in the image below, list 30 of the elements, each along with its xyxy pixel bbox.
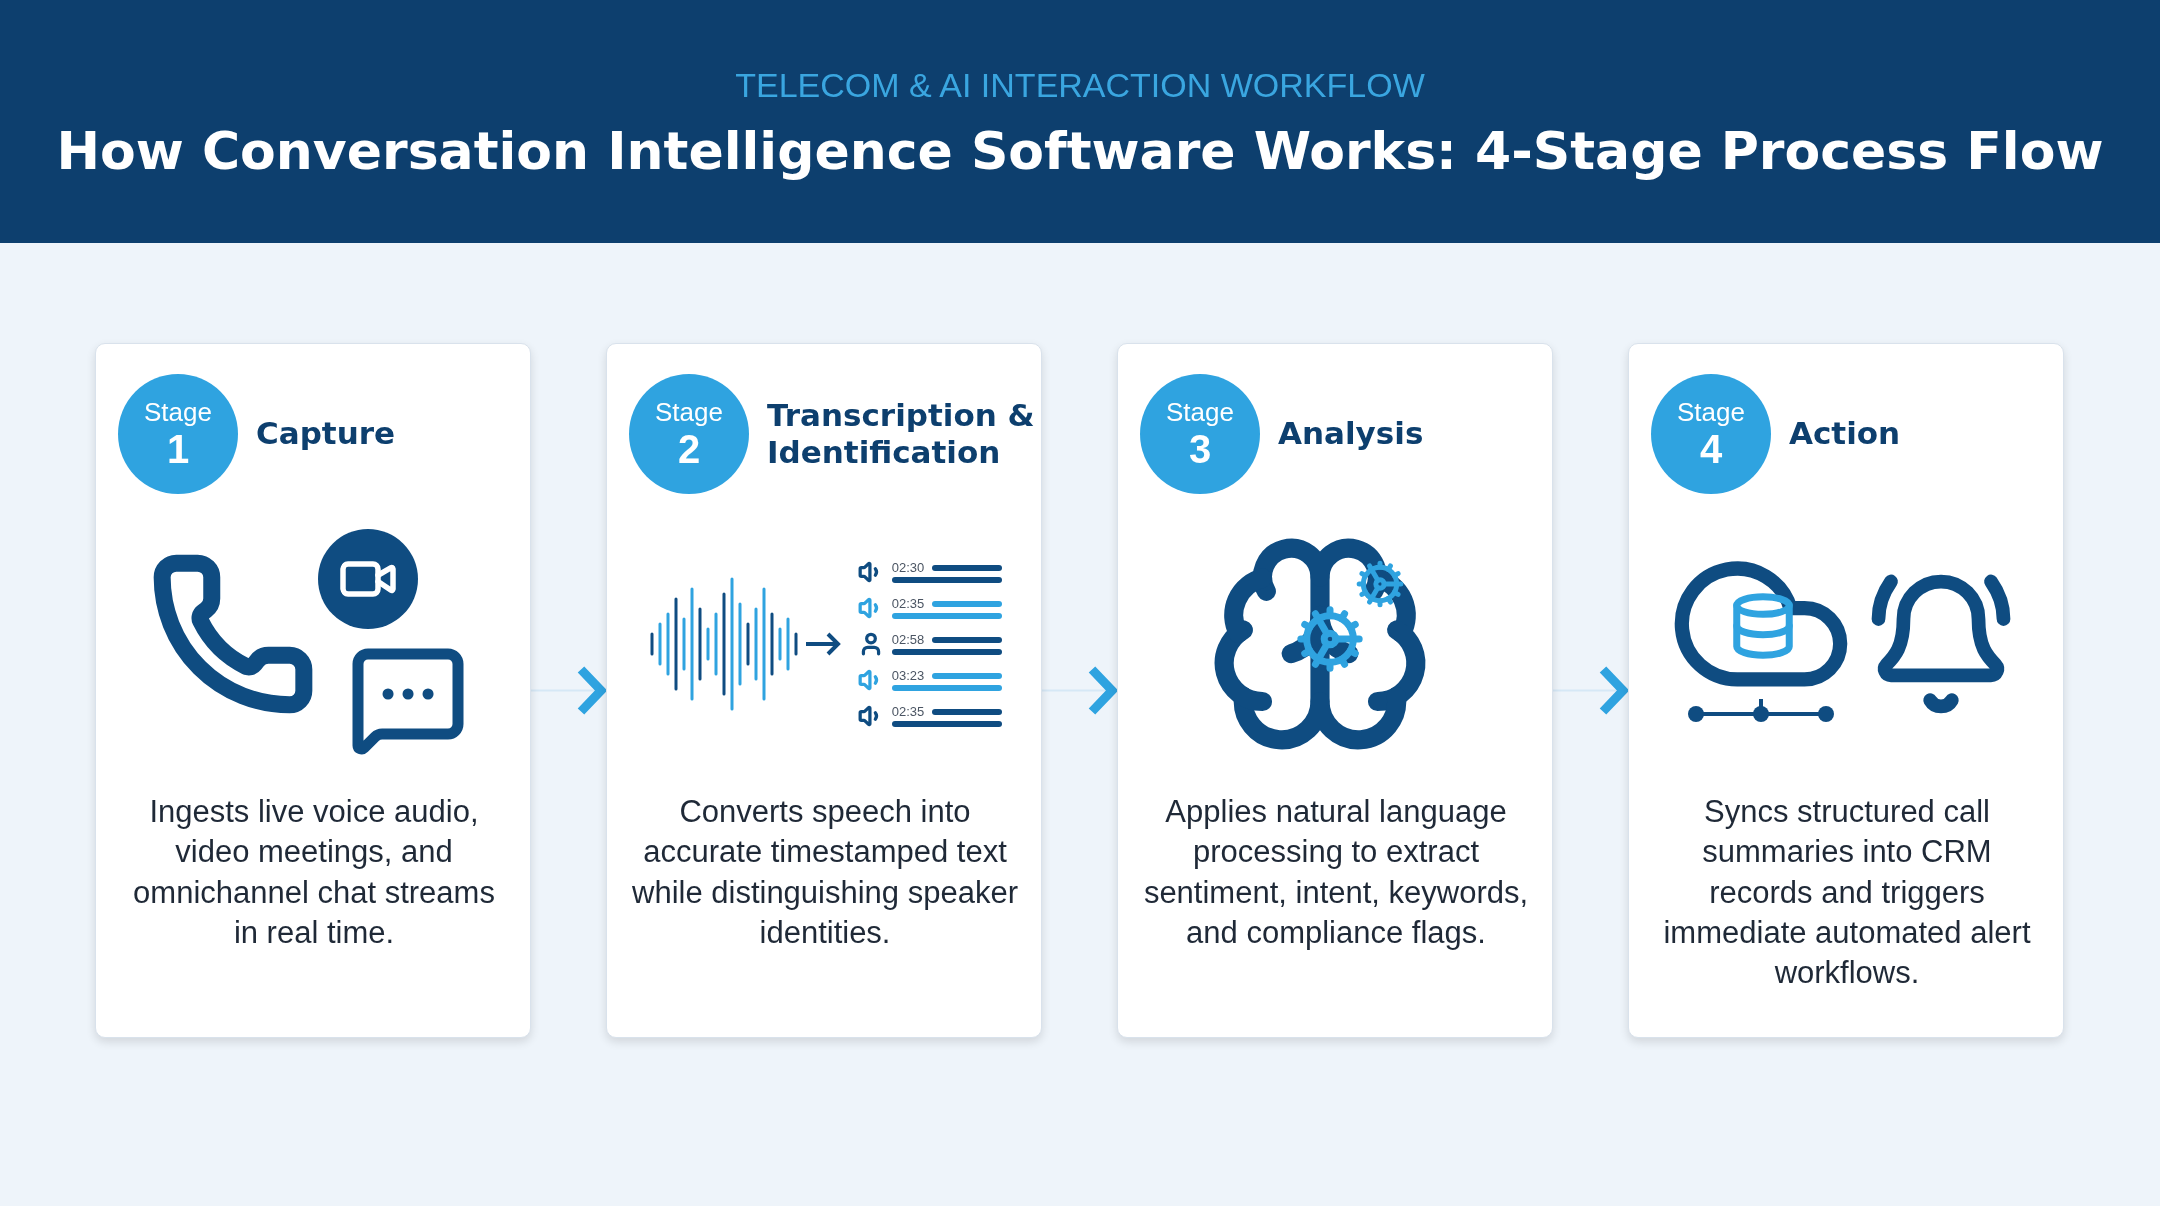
stage-card xyxy=(606,343,1042,1038)
title: How Conversation Intelligence Software Works: 4-Stage Process Flow xyxy=(55,120,2105,183)
stage-description: Converts speech into accurate timestamped text while distinguishing speaker identities. xyxy=(632,793,1018,952)
stage-description: Syncs structured call summaries into CRM records and triggers immediate automated alert workflows. xyxy=(1662,793,2032,993)
timestamp: 02:30 xyxy=(891,561,925,574)
subtitle: TELECOM & AI INTERACTION WORKFLOW xyxy=(734,65,1426,106)
stage-number: 1 xyxy=(166,429,190,469)
stage-number: 2 xyxy=(677,429,701,469)
stage-card xyxy=(1117,343,1553,1038)
stage-card xyxy=(95,343,531,1038)
chevron-arrow xyxy=(530,665,606,716)
stage-word: Stage xyxy=(144,399,212,425)
stage-description: Applies natural language processing to extract sentiment, intent, keywords, and compliance flags. xyxy=(1143,793,1529,952)
stage-title: Analysis xyxy=(1278,414,1425,454)
stage-card xyxy=(1628,343,2064,1038)
stage-title: Transcription & Identification xyxy=(767,395,1036,472)
timestamp: 03:23 xyxy=(891,669,925,682)
stage-number: 4 xyxy=(1699,429,1723,469)
timestamp: 02:58 xyxy=(891,633,925,646)
stage-word: Stage xyxy=(655,399,723,425)
chevron-arrow xyxy=(1041,665,1117,716)
stage-word: Stage xyxy=(1166,399,1234,425)
timestamp: 02:35 xyxy=(891,705,925,718)
stage-word: Stage xyxy=(1677,399,1745,425)
stage-title: Capture xyxy=(256,414,397,454)
timestamp: 02:35 xyxy=(891,597,925,610)
stage-title: Action xyxy=(1789,414,1902,454)
stage-description: Ingests live voice audio, video meetings, and omnichannel chat streams in real time. xyxy=(132,793,496,952)
chevron-arrow xyxy=(1552,665,1628,716)
stage-number: 3 xyxy=(1188,429,1212,469)
